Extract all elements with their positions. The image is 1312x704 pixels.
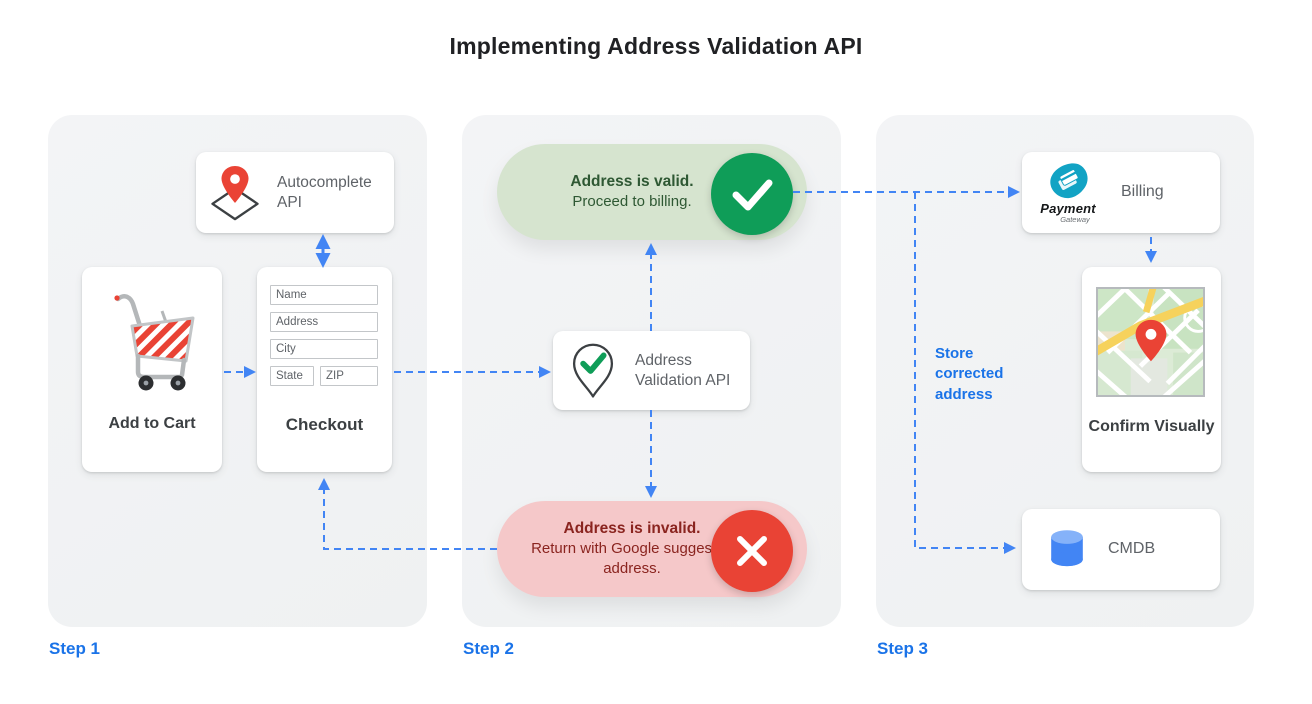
store-corrected-address-note: Store corrected address (935, 345, 1004, 403)
address-validation-api-label: Address Validation API (635, 351, 731, 389)
step3-label: Step 3 (877, 639, 929, 658)
address-invalid-pill: Address is invalid. Return with Google s… (497, 501, 807, 597)
address-valid-text: Address is valid. Proceed to billing. (522, 144, 742, 240)
payment-gateway-logo: Payment Gateway (1037, 161, 1099, 224)
address-invalid-title: Address is invalid. (563, 519, 701, 537)
payment-gateway-title: Payment (1040, 201, 1096, 216)
address-invalid-text: Address is invalid. Return with Google s… (522, 501, 742, 597)
address-valid-title: Address is valid. (570, 172, 694, 190)
autocomplete-api-node: Autocomplete API (196, 152, 394, 233)
address-validation-api-node: Address Validation API (553, 331, 750, 410)
address-invalid-body: Return with Google suggested address. (531, 540, 733, 578)
billing-label: Billing (1121, 183, 1164, 201)
map-pin-diamond-icon (211, 165, 259, 220)
city-field[interactable] (270, 339, 378, 359)
payment-gateway-subtitle: Gateway (1060, 215, 1090, 224)
name-field[interactable] (270, 285, 378, 305)
shopping-cart-icon (102, 289, 202, 398)
confirm-visually-label: Confirm Visually (1088, 418, 1215, 435)
checkout-node: Checkout (257, 267, 392, 472)
map-thumbnail (1096, 287, 1205, 397)
address-valid-body: Proceed to billing. (572, 193, 692, 211)
cmdb-label: CMDB (1108, 540, 1156, 558)
billing-node: Payment Gateway Billing (1022, 152, 1220, 233)
state-field[interactable] (270, 366, 314, 386)
confirm-visually-node: Confirm Visually (1082, 267, 1221, 472)
page-title: Implementing Address Validation API (449, 33, 863, 59)
add-to-cart-node: Add to Cart (82, 267, 222, 472)
database-icon (1051, 529, 1083, 566)
x-icon (711, 510, 793, 592)
address-field[interactable] (270, 312, 378, 332)
add-to-cart-label: Add to Cart (108, 415, 196, 432)
pin-check-icon (572, 343, 614, 398)
zip-field[interactable] (320, 366, 378, 386)
checkout-label: Checkout (285, 415, 364, 434)
autocomplete-api-label: Autocomplete API (277, 173, 372, 211)
step2-label: Step 2 (463, 639, 515, 658)
check-icon (711, 153, 793, 235)
step1-label: Step 1 (49, 639, 101, 658)
address-valid-pill: Address is valid. Proceed to billing. (497, 144, 807, 240)
cmdb-node: CMDB (1022, 509, 1220, 590)
